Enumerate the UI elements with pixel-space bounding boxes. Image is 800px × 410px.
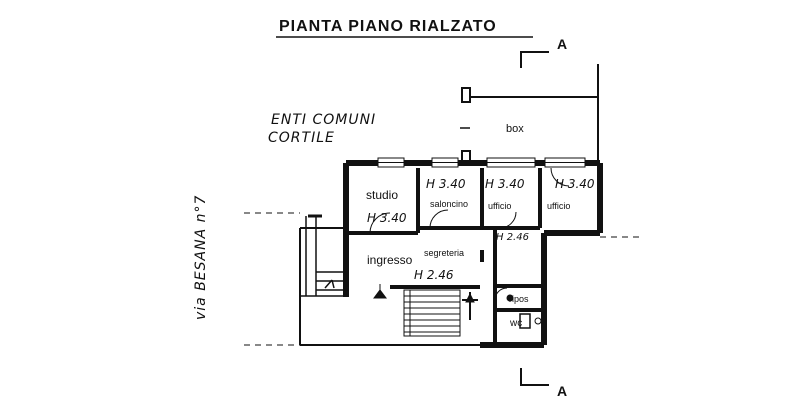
ingresso-height: H 2.46 <box>414 268 454 282</box>
ufficio2-label: ufficio <box>547 201 570 211</box>
ufficio2-height: H 3.40 <box>555 177 595 191</box>
box-garage: box <box>460 64 599 165</box>
saloncino-label: saloncino <box>430 199 468 209</box>
common-area-label: ENTI COMUNI <box>271 112 376 128</box>
segreteria-label: segreteria <box>424 248 464 258</box>
courtyard-label: CORTILE <box>268 130 335 146</box>
corridor-height: H 2.46 <box>496 232 529 243</box>
interior-walls <box>346 168 544 345</box>
dashed-lines <box>244 212 640 346</box>
section-marker-bottom: A <box>520 368 567 399</box>
saloncino-height: H 3.40 <box>426 177 466 191</box>
ufficio1-label: ufficio <box>488 201 511 211</box>
fixture-symbols <box>373 284 542 329</box>
outer-walls-thin <box>299 227 480 346</box>
ripost-label: ripos <box>509 294 529 304</box>
internal-stair <box>403 289 478 337</box>
ufficio1-height: H 3.40 <box>485 177 525 191</box>
ingresso-label: ingresso <box>367 253 413 267</box>
door-swings <box>369 167 570 301</box>
wc-label: wc <box>509 318 522 329</box>
entrance-steps <box>300 214 346 297</box>
windows-top <box>377 150 586 168</box>
studio-height: H 3.40 <box>367 211 407 225</box>
box-label: box <box>506 123 524 135</box>
section-label-bottom: A <box>557 383 567 399</box>
plan-title: PIANTA PIANO RIALZATO <box>279 18 497 35</box>
section-marker-top: A <box>520 36 567 68</box>
section-label-top: A <box>557 36 567 52</box>
street-label: via BESANA n°7 <box>193 195 209 320</box>
studio-label: studio <box>366 188 398 202</box>
